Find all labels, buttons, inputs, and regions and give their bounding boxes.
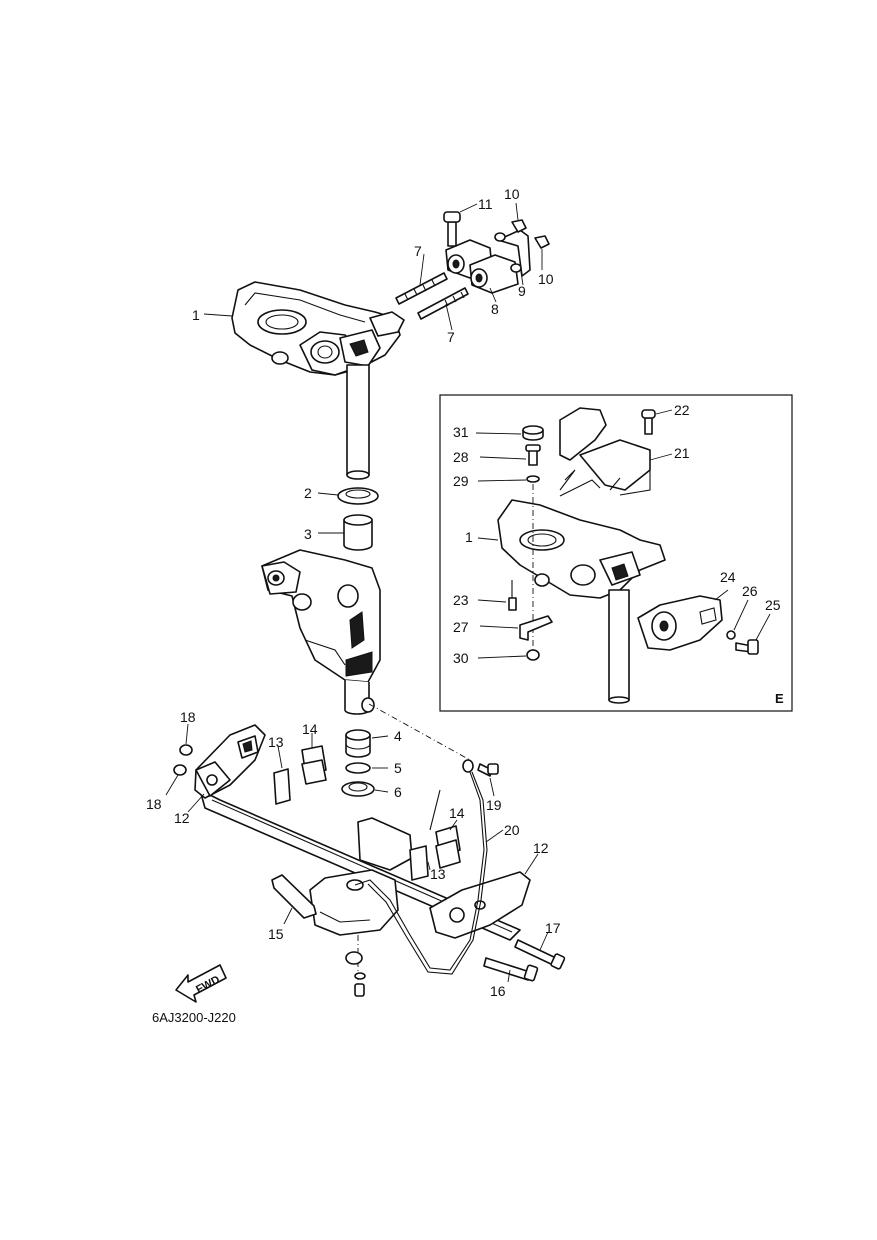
inset-e: E xyxy=(439,394,793,712)
seal-6 xyxy=(341,781,389,797)
label-22: 22 xyxy=(674,402,690,418)
label-27: 27 xyxy=(453,619,469,635)
label-12-left: 12 xyxy=(174,810,190,826)
ground-lead-20 xyxy=(354,759,504,975)
stud-bolts xyxy=(395,272,469,320)
bushing-2 xyxy=(317,487,379,505)
label-13-left: 13 xyxy=(268,734,284,750)
label-10-upper: 10 xyxy=(504,186,520,202)
nut-18-bottom xyxy=(165,764,187,796)
label-14-left: 14 xyxy=(302,721,318,737)
damper-14-right xyxy=(435,819,461,869)
bolt-16 xyxy=(483,957,539,983)
plate-15 xyxy=(271,874,317,925)
mount-12-left xyxy=(194,724,266,799)
damper-14-left xyxy=(301,733,327,785)
label-19: 19 xyxy=(486,797,502,813)
label-1-inset: 1 xyxy=(465,529,473,545)
nut-18-top xyxy=(179,723,193,756)
label-15: 15 xyxy=(268,926,284,942)
label-17: 17 xyxy=(545,920,561,936)
screw-19 xyxy=(477,763,499,797)
label-1: 1 xyxy=(192,307,200,323)
label-5: 5 xyxy=(394,760,402,776)
inset-label: E xyxy=(775,691,784,706)
label-24: 24 xyxy=(720,569,736,585)
label-29: 29 xyxy=(453,473,469,489)
label-9: 9 xyxy=(518,283,526,299)
label-18-bottom: 18 xyxy=(146,796,162,812)
label-31: 31 xyxy=(453,424,469,440)
label-16: 16 xyxy=(490,983,506,999)
label-11: 11 xyxy=(478,196,493,212)
bottom-hardware xyxy=(345,935,366,997)
label-4: 4 xyxy=(394,728,402,744)
label-6: 6 xyxy=(394,784,402,800)
damper-13-right xyxy=(409,845,431,881)
label-12-right: 12 xyxy=(533,840,549,856)
label-25: 25 xyxy=(765,597,781,613)
collar-4 xyxy=(345,729,389,758)
diagram-code: 6AJ3200-J220 xyxy=(152,1010,236,1025)
o-ring-5 xyxy=(345,762,388,774)
label-3: 3 xyxy=(304,526,312,542)
label-26: 26 xyxy=(742,583,758,599)
bush-3 xyxy=(318,514,373,551)
label-14-right: 14 xyxy=(449,805,465,821)
label-2: 2 xyxy=(304,485,312,501)
label-23: 23 xyxy=(453,592,469,608)
part-labels: 1 2 3 4 5 6 7 7 8 9 10 10 11 12 12 13 13… xyxy=(146,186,781,999)
bolt-17 xyxy=(514,931,566,970)
fwd-arrow: FWD xyxy=(175,964,227,1003)
label-8: 8 xyxy=(491,301,499,317)
steering-shaft xyxy=(346,364,370,480)
damper-13-left xyxy=(273,745,291,805)
label-13-right: 13 xyxy=(430,866,446,882)
label-20: 20 xyxy=(504,822,520,838)
label-28: 28 xyxy=(453,449,469,465)
label-10-lower: 10 xyxy=(538,271,554,287)
label-30: 30 xyxy=(453,650,469,666)
leader-lines-top xyxy=(203,202,543,331)
label-7-lower: 7 xyxy=(447,329,455,345)
clamp-blocks xyxy=(443,211,550,294)
steering-bracket xyxy=(231,281,405,376)
label-7-upper: 7 xyxy=(414,243,422,259)
label-21: 21 xyxy=(674,445,690,461)
label-18-top: 18 xyxy=(180,709,196,725)
swivel-bracket xyxy=(261,549,381,715)
